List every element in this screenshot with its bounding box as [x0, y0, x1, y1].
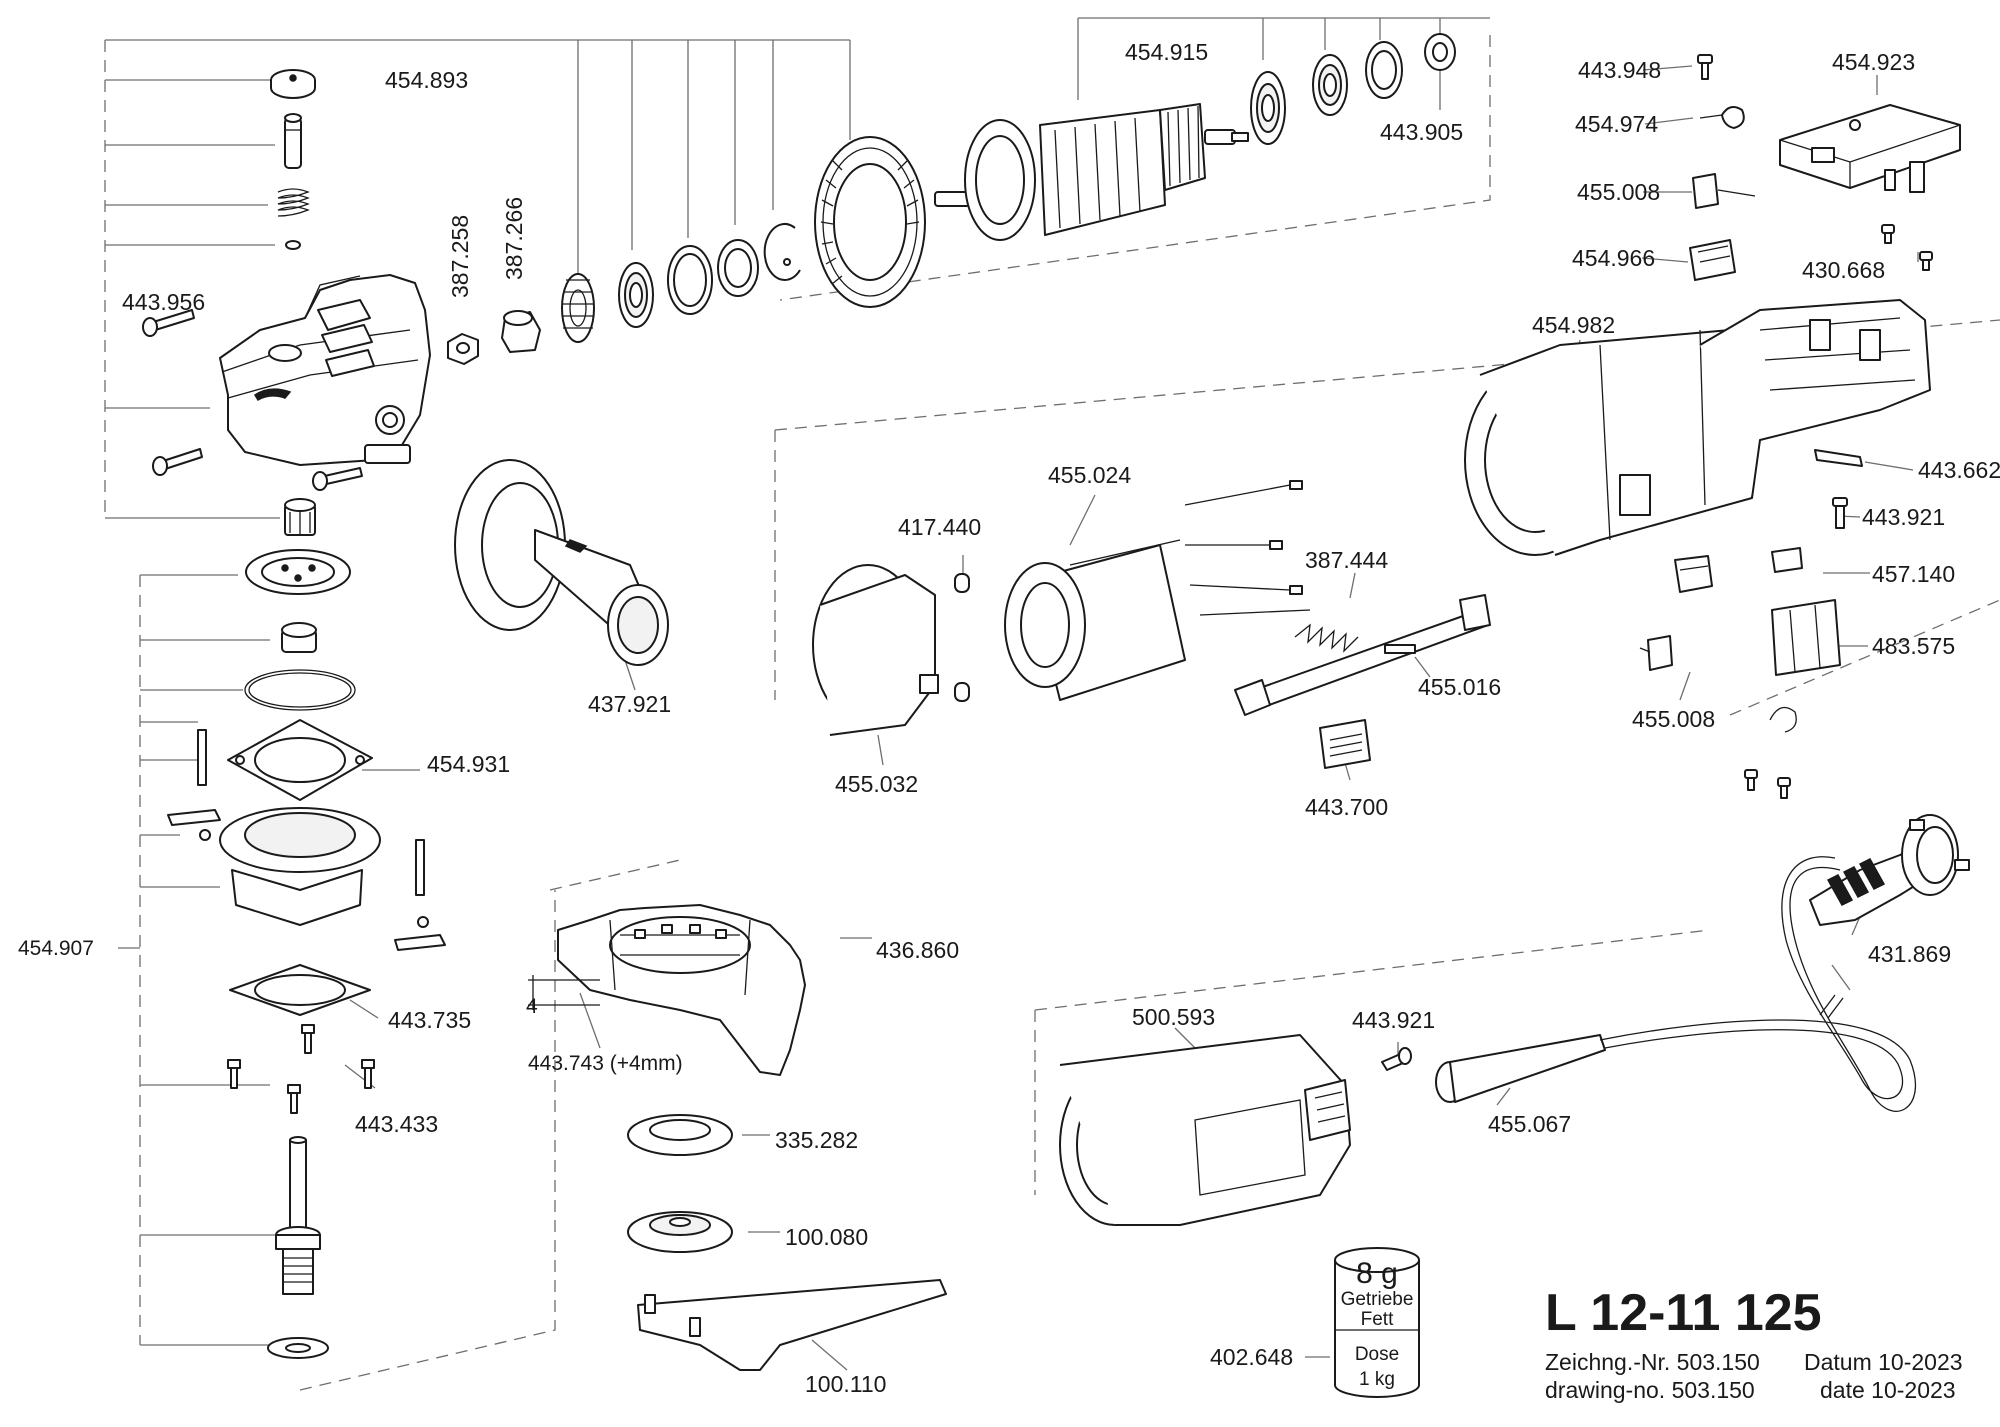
grease-label-line2: Fett — [1361, 1309, 1394, 1330]
part-label-100080: 100.080 — [785, 1224, 868, 1250]
part-label-443700: 443.700 — [1305, 794, 1388, 820]
part-label-443948: 443.948 — [1578, 57, 1661, 83]
title-block: L 12-11 125 Zeichng.-Nr. 503.150 drawing… — [1545, 1284, 1963, 1403]
part-label-454966: 454.966 — [1572, 245, 1655, 271]
part-label-437921: 437.921 — [588, 691, 671, 717]
part-label-500593: 500.593 — [1132, 1004, 1215, 1030]
side-handle — [454, 459, 669, 666]
part-label-454974: 454.974 — [1575, 111, 1658, 137]
part-label-436860: 436.860 — [876, 937, 959, 963]
part-label-454923: 454.923 — [1832, 49, 1915, 75]
part-label-443433: 443.433 — [355, 1111, 438, 1137]
housing-small-parts — [1639, 449, 1863, 799]
guard-and-accessories — [528, 904, 947, 1371]
spindle-group — [167, 549, 446, 1359]
part-label-335282: 335.282 — [775, 1127, 858, 1153]
part-label-443905: 443.905 — [1380, 119, 1463, 145]
part-label-387258: 387.258 — [447, 215, 473, 298]
part-label-402648: 402.648 — [1210, 1344, 1293, 1370]
part-label-455024: 455.024 — [1048, 462, 1131, 488]
armature-bearings — [1250, 33, 1456, 145]
leader-lines — [105, 18, 1919, 1371]
part-labels: 454.893 454.915 443.905 443.948 454.923 … — [18, 39, 2000, 1397]
part-label-100110: 100.110 — [805, 1371, 886, 1397]
part-label-443735: 443.735 — [388, 1007, 471, 1033]
dimension-label-4: 4 — [526, 995, 538, 1018]
nut-and-plug — [447, 310, 541, 365]
gear-head-group — [142, 69, 431, 536]
part-label-443743: 443.743 (+4mm) — [528, 1052, 683, 1075]
fan-ring — [814, 136, 926, 308]
grease-can — [1334, 1247, 1420, 1398]
part-label-455008-a: 455.008 — [1577, 179, 1660, 205]
date-en: date 10-2023 — [1820, 1377, 1956, 1403]
part-label-454893: 454.893 — [385, 67, 468, 93]
model-title: L 12-11 125 — [1545, 1284, 1822, 1342]
part-label-454915: 454.915 — [1125, 39, 1208, 65]
part-label-455067: 455.067 — [1488, 1111, 1571, 1137]
part-label-387444: 387.444 — [1305, 547, 1388, 573]
grease-label-line3: Dose — [1355, 1344, 1399, 1365]
motor-cover — [1059, 1034, 1412, 1226]
part-label-454907: 454.907 — [18, 937, 94, 960]
part-label-443921-b: 443.921 — [1352, 1007, 1435, 1033]
part-label-431869: 431.869 — [1868, 941, 1951, 967]
part-label-454982: 454.982 — [1532, 312, 1615, 338]
grease-label-line1: Getriebe — [1341, 1289, 1414, 1310]
bearing-set — [561, 223, 801, 343]
grease-label-line4: 1 kg — [1359, 1369, 1395, 1390]
part-label-387266: 387.266 — [501, 197, 527, 280]
part-label-443921-a: 443.921 — [1862, 504, 1945, 530]
part-label-455008-b: 455.008 — [1632, 706, 1715, 732]
part-label-455016: 455.016 — [1418, 674, 1501, 700]
switch-parts — [1689, 54, 1961, 281]
motor-housing — [1464, 299, 1931, 556]
grease-amount: 8 g — [1356, 1257, 1398, 1290]
drawing-number-de: Zeichng.-Nr. 503.150 — [1545, 1349, 1760, 1375]
part-label-443956: 443.956 — [122, 289, 205, 315]
drawing-number-en: drawing-no. 503.150 — [1545, 1377, 1755, 1403]
part-label-454931: 454.931 — [427, 751, 510, 777]
stator-group — [812, 480, 1491, 769]
part-label-417440: 417.440 — [898, 514, 981, 540]
power-cord — [1435, 814, 1970, 1112]
part-label-443662: 443.662 — [1918, 457, 2000, 483]
armature — [934, 103, 1249, 241]
part-label-483575: 483.575 — [1872, 633, 1955, 659]
date-de: Datum 10-2023 — [1804, 1349, 1963, 1375]
part-label-455032: 455.032 — [835, 771, 918, 797]
part-label-430668: 430.668 — [1802, 257, 1885, 283]
part-label-457140: 457.140 — [1872, 561, 1955, 587]
